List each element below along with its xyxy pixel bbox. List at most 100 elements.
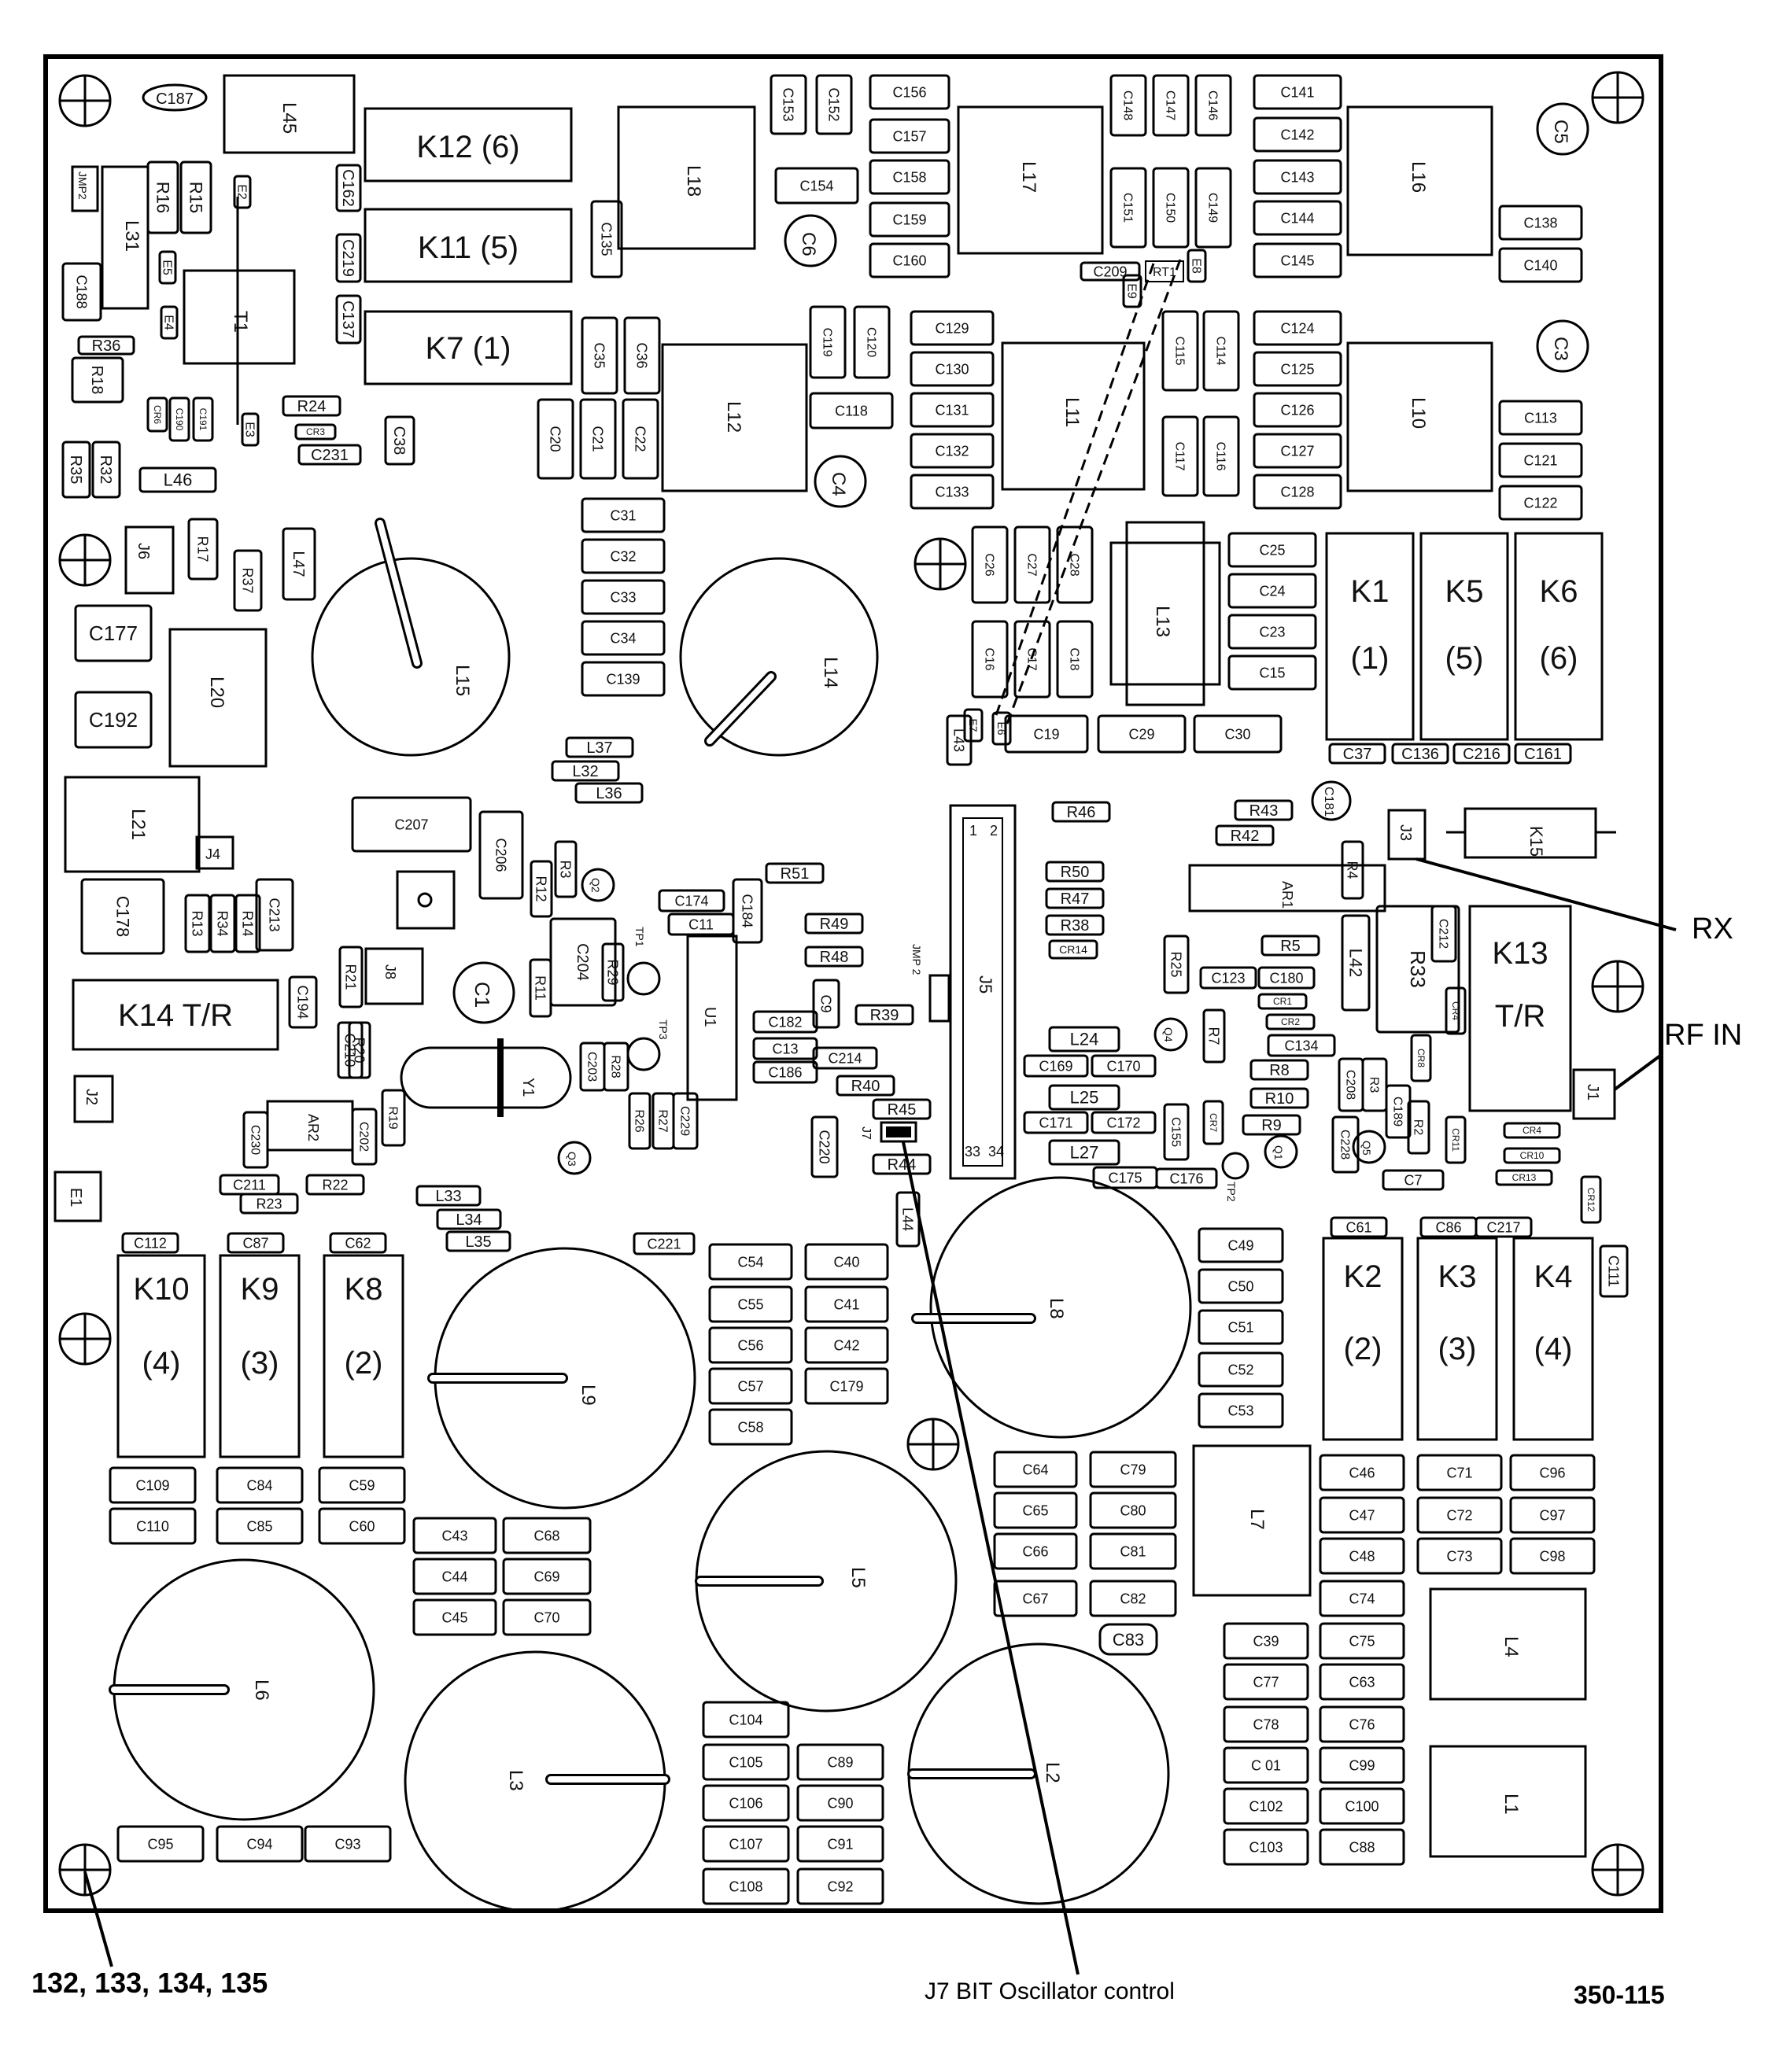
- component-cr2-label: CR2: [1281, 1016, 1300, 1027]
- component-c213: C213: [255, 878, 294, 952]
- component-r23-label: R23: [256, 1196, 282, 1211]
- component-c100: C100: [1319, 1787, 1405, 1825]
- component-c44: C44: [412, 1558, 497, 1595]
- component-c116: C116: [1202, 415, 1240, 497]
- component-c53-label: C53: [1227, 1403, 1253, 1418]
- component-c174: C174: [658, 889, 725, 912]
- component-c72: C72: [1416, 1496, 1503, 1534]
- component-r14: R14: [234, 894, 261, 953]
- component-c178: C178: [80, 878, 165, 955]
- component-c176-label: C176: [1169, 1171, 1203, 1186]
- component-r22: R22: [305, 1174, 365, 1196]
- component-c21-label: C21: [590, 426, 606, 452]
- component-l27-label: L27: [1070, 1143, 1099, 1163]
- component-r19-label: R19: [386, 1106, 399, 1129]
- component-c156: C156: [869, 74, 950, 110]
- component-c109: C109: [109, 1466, 197, 1504]
- component-c24-label: C24: [1259, 583, 1285, 599]
- component-c216-label: C216: [1463, 746, 1500, 763]
- callout-line-rfin: [1613, 1054, 1662, 1091]
- inductor-l14: L14: [679, 557, 879, 757]
- component-c105: C105: [702, 1743, 790, 1781]
- component-r42-label: R42: [1231, 828, 1260, 845]
- capacitor-c4: C4: [814, 455, 867, 508]
- component-e2-label: E2: [234, 184, 248, 200]
- component-c139-label: C139: [606, 671, 640, 687]
- component-c217-label: C217: [1486, 1219, 1520, 1235]
- component-c96-label: C96: [1539, 1465, 1565, 1480]
- component-cr11-label: CR11: [1450, 1128, 1461, 1152]
- component-c122: C122: [1498, 485, 1583, 521]
- component-c133-label: C133: [935, 484, 969, 500]
- component-c150-label: C150: [1163, 193, 1176, 223]
- component-c70-label: C70: [533, 1609, 559, 1625]
- component-r13-label: R13: [190, 910, 205, 936]
- component-c61-label: C61: [1345, 1219, 1371, 1235]
- component-c124-label: C124: [1280, 320, 1314, 336]
- mounting-hole: [58, 74, 112, 127]
- component-r38: R38: [1045, 914, 1105, 936]
- component-c56: C56: [708, 1326, 793, 1364]
- component-c219: C219: [335, 233, 362, 283]
- inductor-l13: L13: [1109, 521, 1221, 706]
- relay-k10: K10 (4): [116, 1254, 206, 1458]
- component-e9: E9: [1122, 274, 1142, 308]
- inductor-l18: L18: [617, 105, 756, 250]
- component-c39-label: C39: [1253, 1633, 1279, 1649]
- inductor-l2-label: L2: [1042, 1762, 1063, 1783]
- component-c169-label: C169: [1039, 1058, 1072, 1074]
- component-c221: C221: [633, 1232, 696, 1255]
- component-c84: C84: [216, 1466, 304, 1504]
- component-c13-label: C13: [772, 1041, 798, 1056]
- component-c171: C171: [1023, 1111, 1089, 1134]
- component-l33-label: L33: [435, 1188, 461, 1205]
- component-c93-label: C93: [334, 1836, 360, 1852]
- ic-ar1-label: AR1: [1279, 881, 1295, 909]
- relay-k3-sub: (3): [1438, 1332, 1477, 1366]
- component-c182-label: C182: [768, 1014, 802, 1030]
- component-cr14: CR14: [1048, 939, 1098, 960]
- component-cr7: CR7: [1202, 1100, 1224, 1145]
- component-c207: C207: [351, 796, 472, 853]
- component-c102-label: C102: [1249, 1798, 1283, 1814]
- component-c162: C162: [335, 164, 362, 212]
- connector-j3-label: J3: [1397, 824, 1414, 841]
- component-r24: R24: [282, 395, 341, 417]
- component-c229-label: C229: [677, 1106, 691, 1136]
- inductor-l15-label: L15: [452, 665, 473, 696]
- component-c175-label: C175: [1108, 1170, 1142, 1185]
- relay-k7: K7 (1): [364, 310, 573, 385]
- component-e8: E8: [1187, 249, 1207, 283]
- component-r17-label: R17: [195, 536, 211, 562]
- component-c76: C76: [1319, 1705, 1405, 1743]
- component-c189-label: C189: [1390, 1097, 1404, 1126]
- component-cr13: CR13: [1495, 1169, 1553, 1186]
- component-r27: R27: [651, 1092, 675, 1150]
- component-r44: R44: [872, 1153, 932, 1175]
- inductor-l17-label: L17: [1018, 161, 1039, 193]
- inductor-l3: L3: [404, 1650, 670, 1913]
- component-c30: C30: [1193, 714, 1283, 754]
- component-c126: C126: [1253, 392, 1342, 428]
- component-c84-label: C84: [246, 1477, 272, 1493]
- mounting-hole: [1591, 960, 1644, 1013]
- component-c161: C161: [1514, 743, 1572, 765]
- component-c32: C32: [581, 538, 666, 574]
- component-c143-label: C143: [1280, 169, 1314, 185]
- component-l27: L27: [1048, 1139, 1120, 1166]
- component-r39: R39: [854, 1004, 914, 1026]
- component-l36: L36: [574, 782, 644, 804]
- component-e8-label: E8: [1189, 258, 1202, 274]
- component-c43: C43: [412, 1517, 497, 1554]
- component-c32-label: C32: [610, 548, 636, 564]
- component-c160-label: C160: [892, 253, 926, 268]
- component-c67: C67: [993, 1580, 1078, 1617]
- component-c145-label: C145: [1280, 253, 1314, 268]
- component-r34-label: R34: [215, 910, 231, 936]
- component-c22: C22: [622, 398, 659, 480]
- callout-j7-bit-oscillator-control: J7 BIT Oscillator control: [925, 1978, 1175, 2004]
- component-l43-label: L43: [951, 728, 967, 752]
- component-c53: C53: [1198, 1392, 1284, 1429]
- relay-k3-label: K3: [1438, 1259, 1477, 1294]
- connector-j5-label: J5: [976, 975, 995, 994]
